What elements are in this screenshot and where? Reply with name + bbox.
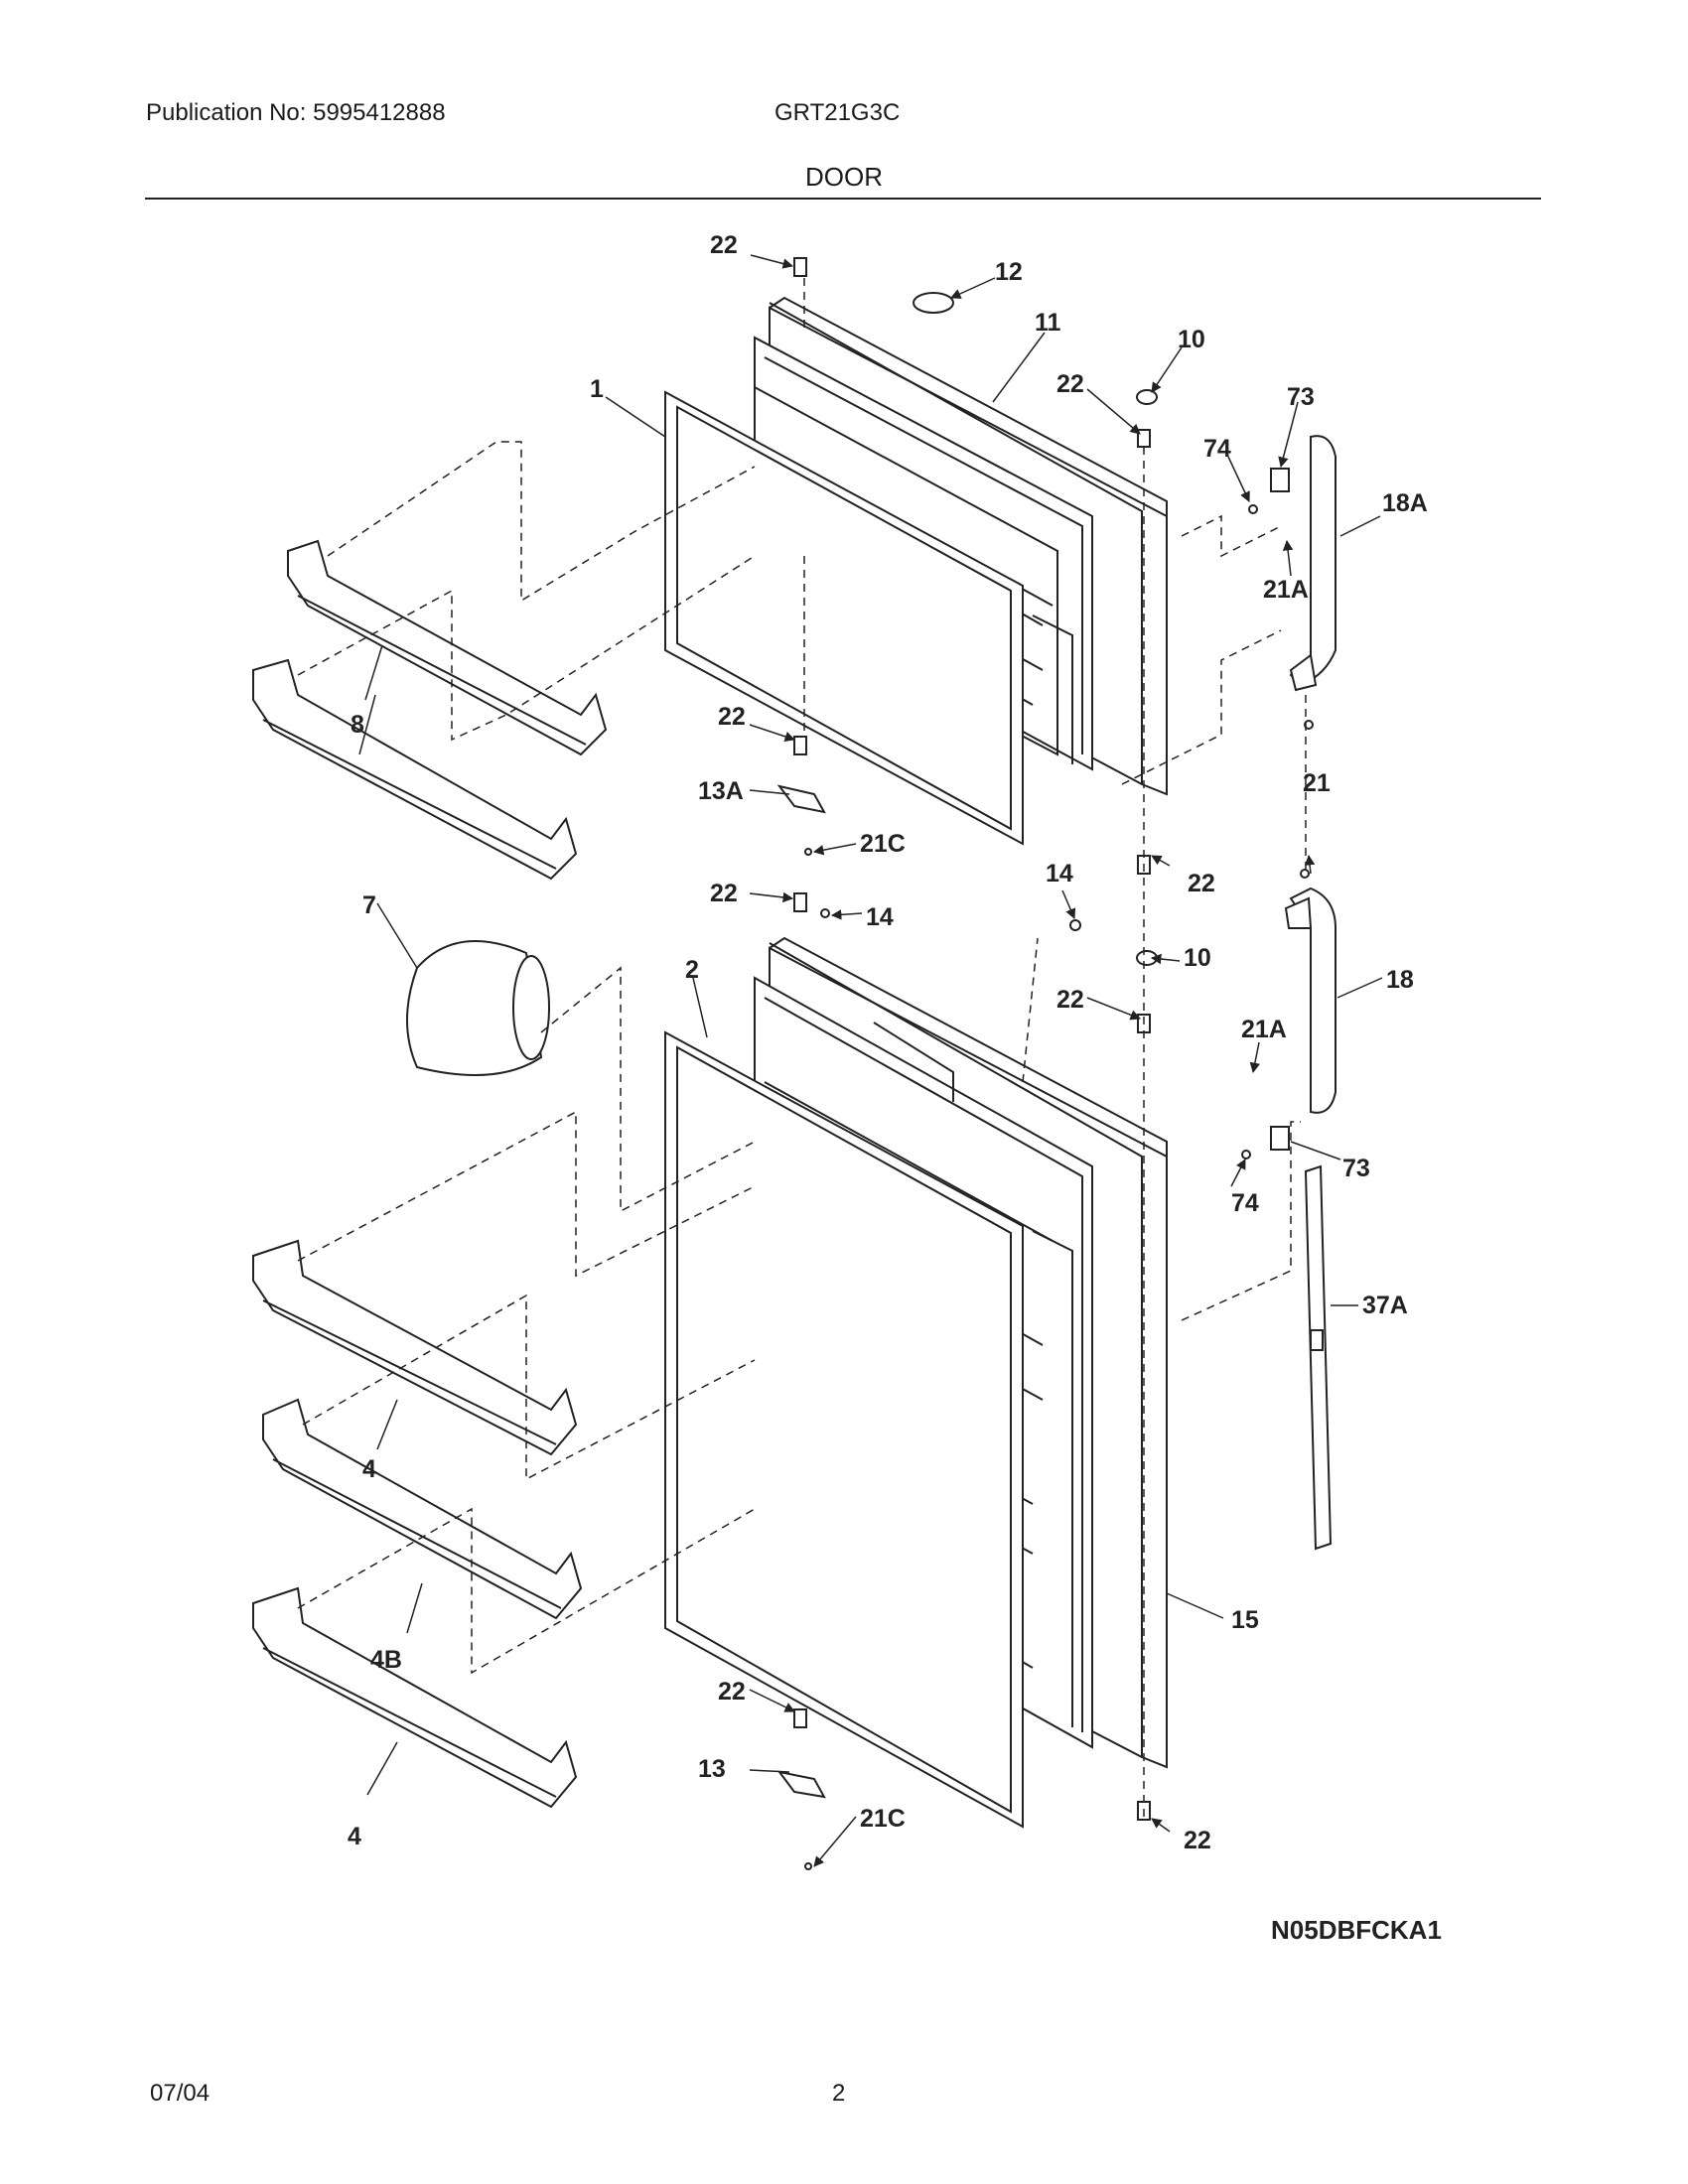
callout-21: 21 [1303, 769, 1331, 797]
callout-10-upper: 10 [1178, 326, 1205, 353]
callout-4-lower: 4 [348, 1823, 361, 1850]
callout-22-freezer-hinge: 22 [718, 703, 746, 731]
callout-18a: 18A [1382, 489, 1428, 517]
dairy-door [406, 940, 550, 1076]
header-rule [145, 198, 1541, 200]
section-title: DOOR [805, 162, 883, 192]
callout-37a: 37A [1362, 1292, 1408, 1319]
callout-21a-lower: 21A [1241, 1016, 1287, 1043]
callout-18: 18 [1386, 966, 1414, 994]
model-number: GRT21G3C [774, 99, 901, 126]
callout-15: 15 [1231, 1606, 1259, 1634]
handle-trim-strip [1304, 1164, 1333, 1551]
freezer-shelf-bar-lower [252, 658, 578, 881]
callout-22-fresh-bottom: 22 [1184, 1827, 1211, 1854]
drawing-code: N05DBFCKA1 [1271, 1915, 1442, 1945]
door-shelf-bar-4-upper [252, 1239, 578, 1456]
callout-22-middle: 22 [710, 880, 738, 907]
callout-22-top: 22 [710, 231, 738, 259]
freezer-shelf-bar-upper [287, 539, 608, 756]
callout-21c-upper: 21C [860, 830, 906, 858]
callout-1: 1 [590, 375, 604, 403]
callout-74-upper: 74 [1203, 435, 1231, 463]
callout-4-upper: 4 [362, 1455, 376, 1483]
footer-date: 07/04 [150, 2080, 211, 2107]
freezer-door-gasket [664, 390, 1024, 846]
callout-21a-upper: 21A [1263, 576, 1309, 604]
fresh-food-handle [1284, 887, 1336, 1114]
fresh-food-door-gasket [664, 1030, 1024, 1829]
door-shelf-bar-4b [262, 1398, 583, 1620]
callout-10-lower: 10 [1184, 944, 1211, 972]
footer-page-number: 2 [832, 2080, 846, 2107]
door-shelf-bar-4-lower [252, 1586, 578, 1809]
callout-8: 8 [351, 711, 364, 739]
freezer-handle [1289, 435, 1336, 692]
callout-22-upper-right: 22 [1056, 370, 1084, 398]
callout-21c-lower: 21C [860, 1805, 906, 1833]
callout-22-freezer-bottom: 22 [1188, 870, 1215, 897]
callout-74-lower: 74 [1231, 1189, 1259, 1217]
callout-2: 2 [685, 956, 699, 984]
callout-73-lower: 73 [1342, 1155, 1370, 1182]
publication-number: Publication No: 5995412888 [146, 99, 446, 126]
callout-13: 13 [698, 1755, 726, 1783]
callout-14-left: 14 [866, 903, 894, 931]
plugs-and-screws [804, 292, 1314, 1870]
hinges [776, 784, 826, 1799]
callout-22-lower-right: 22 [1056, 986, 1084, 1014]
callout-14-right: 14 [1046, 860, 1073, 887]
assembly-dashed-lines [297, 278, 1307, 1817]
callout-73-upper: 73 [1287, 383, 1315, 411]
callout-4b: 4B [370, 1646, 402, 1674]
callout-7: 7 [362, 891, 376, 919]
callout-12: 12 [995, 258, 1023, 286]
callout-11: 11 [1035, 309, 1061, 337]
callout-22-fresh-hinge: 22 [718, 1678, 746, 1706]
callout-leaders [358, 254, 1383, 1867]
callout-13a: 13A [698, 777, 744, 805]
